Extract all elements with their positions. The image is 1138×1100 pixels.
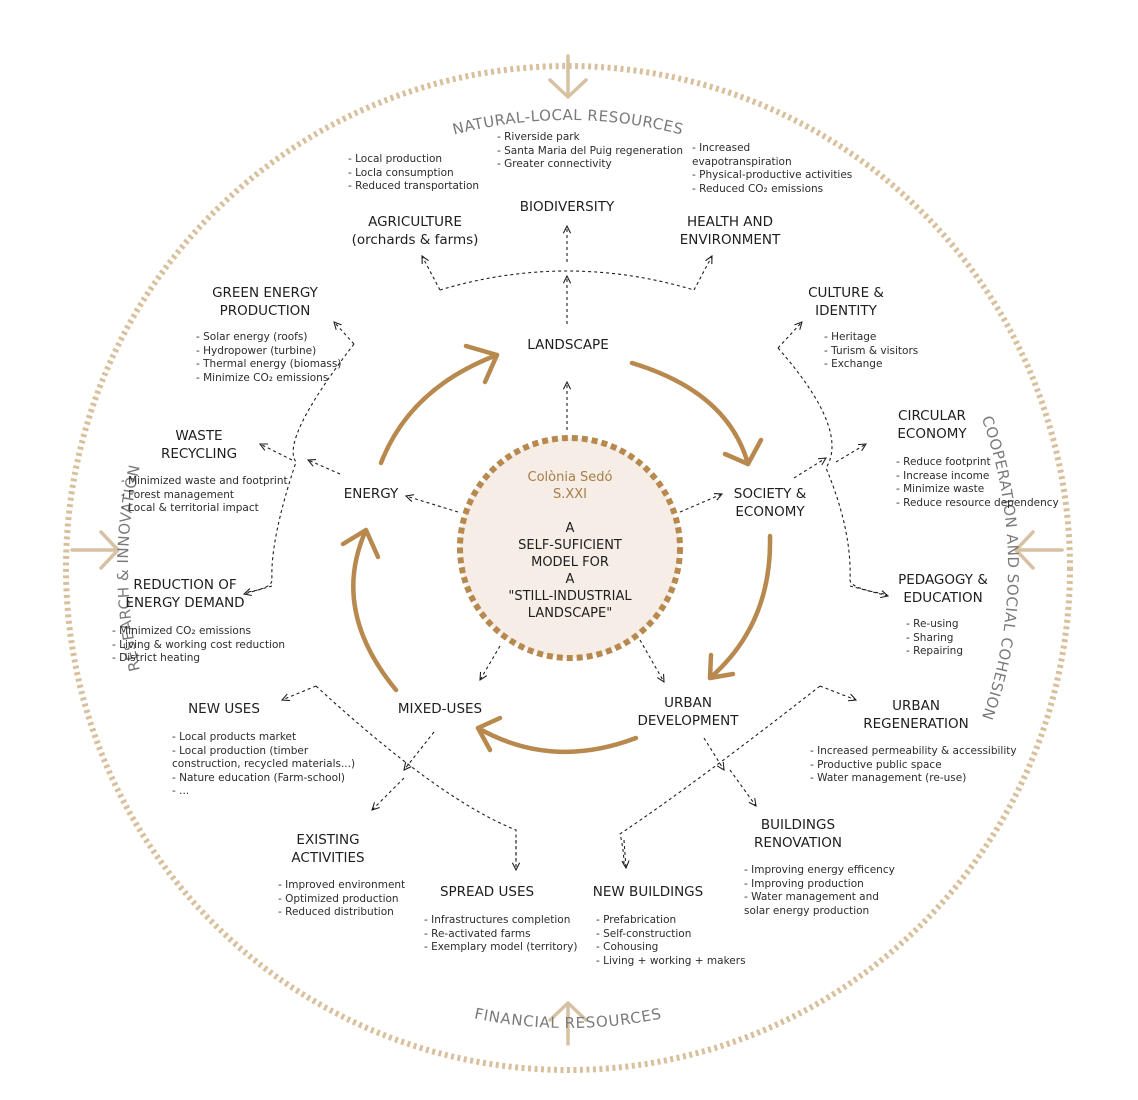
outer-arrow-left bbox=[70, 530, 120, 570]
theme-health-label: HEALTH AND ENVIRONMENT bbox=[679, 214, 781, 248]
theme-urban-regeneration-bullets: - Increased permeability & accessibility… bbox=[810, 745, 1017, 784]
theme-agriculture-bullets: - Local production - Locla consumption -… bbox=[348, 153, 480, 192]
theme-circular-bullets: - Reduce footprint - Increase income - M… bbox=[896, 456, 1059, 509]
theme-new-buildings-label: NEW BUILDINGS bbox=[592, 884, 704, 900]
branch-mixed bbox=[282, 685, 516, 870]
theme-green-energy-label: GREEN ENERGY PRODUCTION bbox=[212, 285, 318, 319]
node-society-economy: SOCIETY & ECONOMY bbox=[733, 486, 807, 520]
cycle-arrow-energy-landscape bbox=[378, 343, 500, 466]
theme-health-bullets: - Increased evapotranspiration - Physica… bbox=[692, 142, 853, 195]
theme-existing-activities-label: EXISTING ACTIVITIES bbox=[291, 832, 365, 866]
theme-waste-bullets: - Minimized waste and footprint - Forest… bbox=[121, 475, 288, 514]
cycle-arrow-urban-mixed bbox=[475, 715, 639, 755]
cycle-arrow-landscape-society bbox=[629, 360, 764, 467]
theme-agriculture-label: AGRICULTURE (orchards & farms) bbox=[351, 214, 479, 248]
node-mixed-uses: MIXED-USES bbox=[397, 701, 483, 717]
branch-urban bbox=[619, 685, 856, 868]
theme-new-uses-label: NEW USES bbox=[188, 701, 260, 717]
outer-arrow-right bbox=[1014, 530, 1064, 570]
branch-society bbox=[777, 322, 888, 596]
center-title: Colònia Sedó S.XXI bbox=[527, 470, 613, 502]
theme-spread-uses-label: SPREAD USES bbox=[439, 884, 535, 900]
branch-landscape bbox=[422, 226, 712, 324]
theme-circular-label: CIRCULAR ECONOMY bbox=[897, 408, 967, 442]
theme-spread-uses-bullets: - Infrastructures completion - Re-activa… bbox=[424, 914, 578, 953]
theme-reduction-bullets: - Minimized CO₂ emissions - Living & wor… bbox=[112, 625, 286, 664]
theme-green-energy-bullets: - Solar energy (roofs) - Hydropower (tur… bbox=[196, 331, 342, 384]
node-energy: ENERGY bbox=[343, 486, 399, 502]
main-cycle bbox=[340, 343, 773, 755]
theme-culture-bullets: - Heritage - Turism & visitors - Exchang… bbox=[824, 331, 919, 370]
node-landscape: LANDSCAPE bbox=[527, 337, 609, 353]
theme-pedagogy-label: PEDAGOGY & EDUCATION bbox=[898, 572, 988, 606]
center-subtitle: A SELF-SUFICIENT MODEL FOR A "STILL-INDU… bbox=[508, 521, 632, 621]
theme-new-uses-bullets: - Local products market - Local producti… bbox=[172, 731, 356, 797]
theme-urban-regeneration-label: URBAN REGENERATION bbox=[863, 698, 969, 732]
theme-existing-activities-bullets: - Improved environment - Optimized produ… bbox=[278, 879, 406, 918]
outer-arrow-top bbox=[548, 54, 588, 99]
theme-new-buildings-bullets: - Prefabrication - Self-construction - C… bbox=[596, 914, 746, 967]
node-urban-development: URBAN DEVELOPMENT bbox=[637, 695, 739, 729]
theme-biodiversity-label: BIODIVERSITY bbox=[519, 199, 615, 215]
theme-pedagogy-bullets: - Re-using - Sharing - Repairing bbox=[906, 618, 963, 657]
theme-culture-label: CULTURE & IDENTITY bbox=[808, 285, 884, 319]
theme-reduction-label: REDUCTION OF ENERGY DEMAND bbox=[125, 577, 245, 611]
center-connectors bbox=[406, 382, 722, 682]
cycle-arrow-society-urban bbox=[707, 533, 773, 681]
cycle-arrow-mixed-energy bbox=[340, 527, 399, 693]
theme-buildings-renovation-bullets: - Improving energy efficency - Improving… bbox=[744, 864, 895, 917]
center-circle bbox=[457, 435, 683, 661]
branch-energy bbox=[244, 322, 355, 594]
theme-waste-label: WASTE RECYCLING bbox=[160, 428, 238, 462]
outer-ring bbox=[63, 63, 1073, 1073]
theme-biodiversity-bullets: - Riverside park - Santa Maria del Puig … bbox=[497, 131, 684, 170]
outer-arrow-bottom bbox=[548, 1001, 588, 1046]
theme-buildings-renovation-label: BUILDINGS RENOVATION bbox=[754, 817, 842, 851]
